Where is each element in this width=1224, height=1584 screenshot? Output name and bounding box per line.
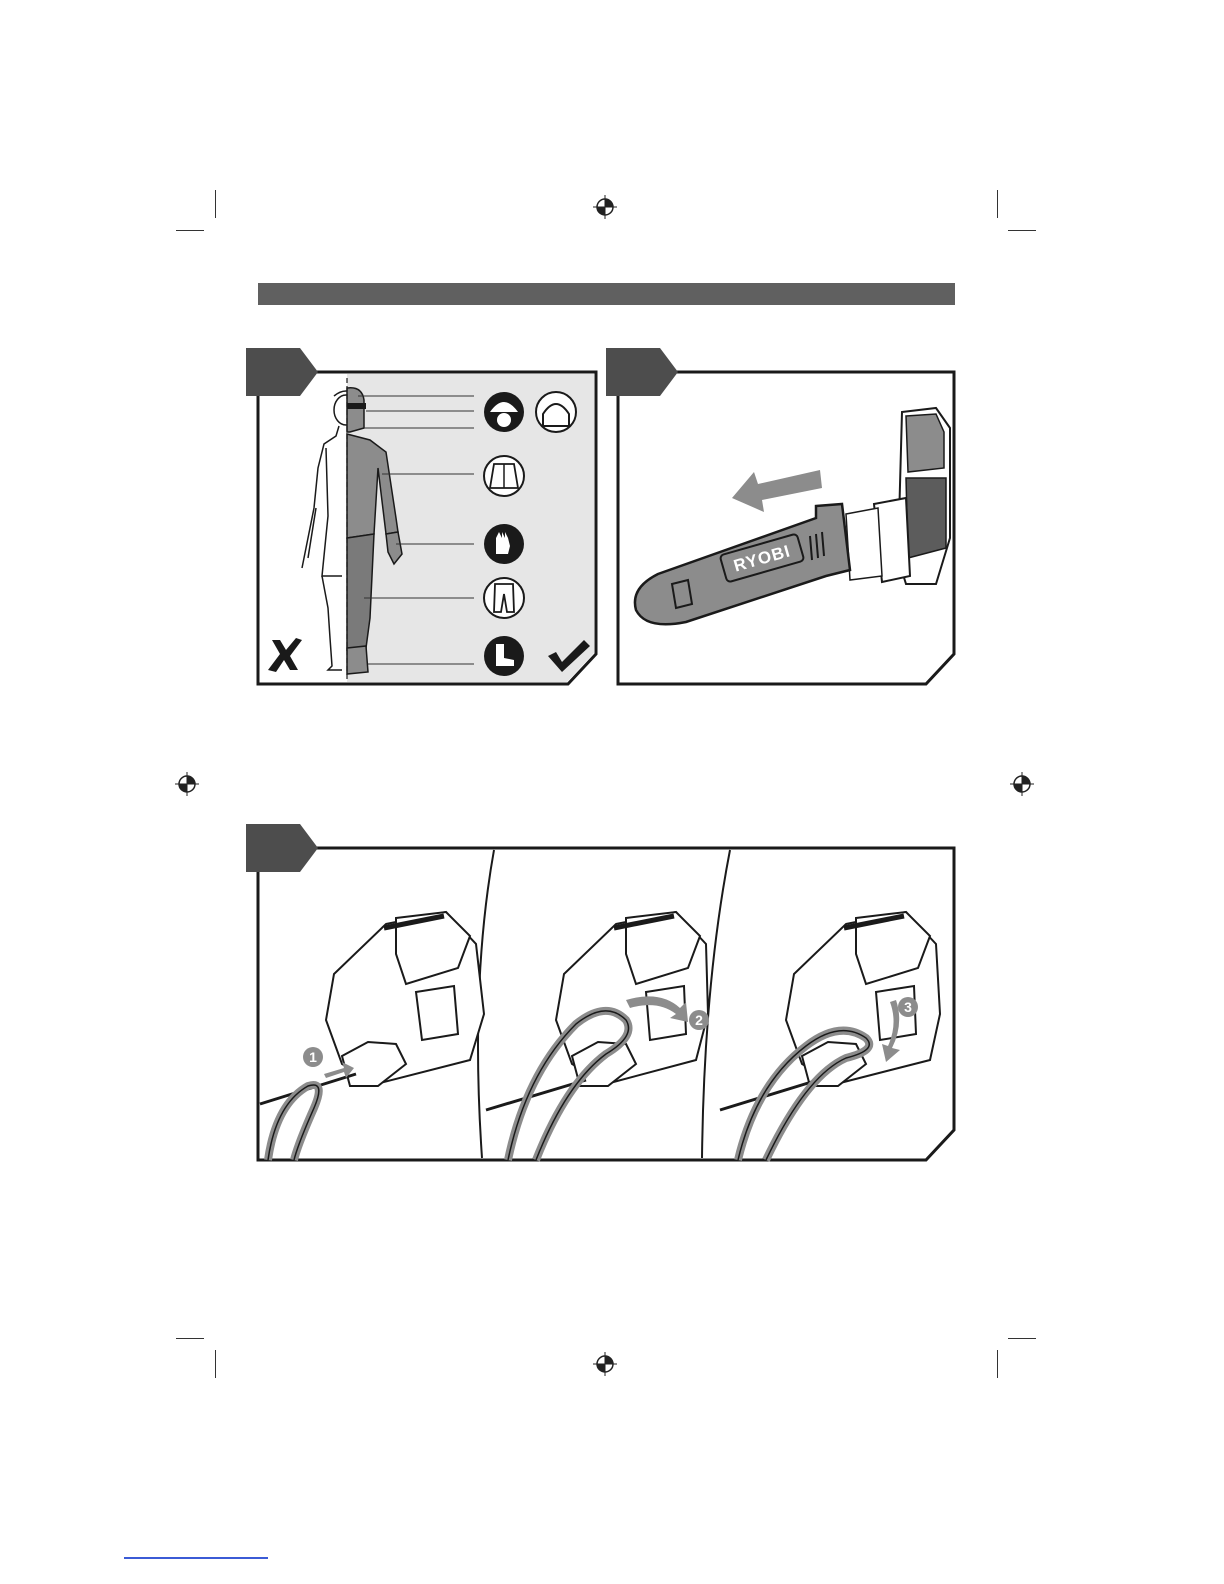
trousers-icon — [484, 578, 524, 618]
face-shield-helmet-icon — [536, 392, 576, 432]
step-number-label: 2 — [695, 1012, 703, 1028]
helmet-visor-icon — [484, 392, 524, 432]
registration-mark-icon — [593, 195, 617, 219]
jacket-icon — [484, 456, 524, 496]
crop-mark-bottom-right-v — [997, 1350, 998, 1378]
step-number-1-badge: 1 — [303, 1047, 323, 1067]
crop-mark-top-right-h — [1008, 230, 1036, 231]
figure-ppe-panel — [246, 348, 602, 688]
step-number-label: 3 — [904, 999, 912, 1015]
gloves-icon — [484, 524, 524, 564]
crop-mark-top-left-h — [176, 230, 204, 231]
boots-icon — [484, 636, 524, 676]
crop-mark-bottom-left-v — [215, 1350, 216, 1378]
registration-mark-icon — [1010, 772, 1034, 796]
crop-mark-top-left-v — [215, 190, 216, 218]
step-number-3-badge: 3 — [898, 997, 918, 1017]
crop-mark-top-right-v — [997, 190, 998, 218]
figure-cord-retainer-panel: 1 2 3 — [246, 824, 958, 1164]
figure-bar-cover-panel: RYOBI — [606, 348, 958, 688]
section-header-bar — [258, 283, 955, 305]
crop-mark-bottom-left-h — [176, 1338, 204, 1339]
crop-mark-bottom-right-h — [1008, 1338, 1036, 1339]
footer-underline — [124, 1557, 268, 1559]
registration-mark-icon — [593, 1352, 617, 1376]
step-number-2-badge: 2 — [689, 1010, 709, 1030]
step-number-label: 1 — [309, 1049, 317, 1065]
registration-mark-icon — [175, 772, 199, 796]
